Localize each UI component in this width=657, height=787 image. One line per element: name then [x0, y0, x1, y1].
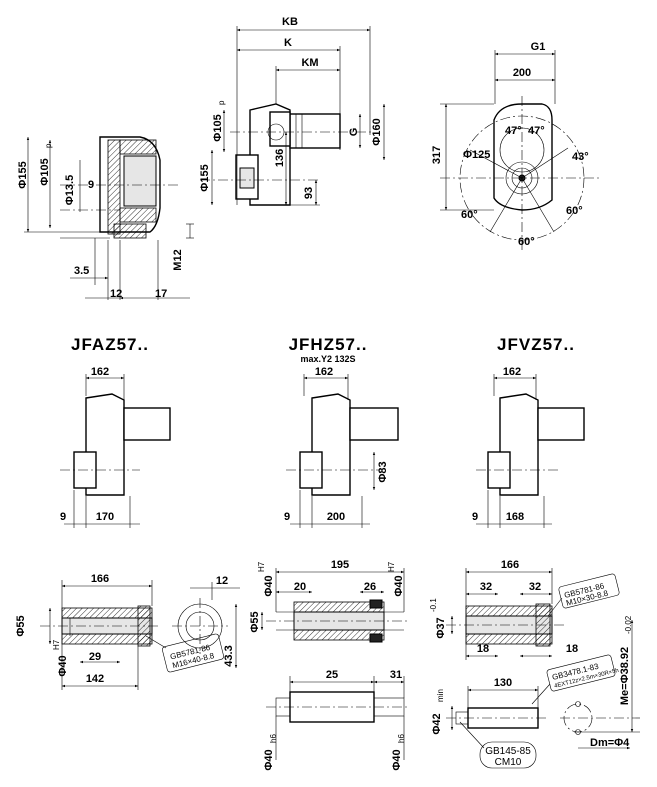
bl-d43-3: 43.3 [223, 645, 235, 666]
bm-d195: 195 [331, 559, 349, 571]
jfaz-9: 9 [60, 511, 66, 523]
tr-d200: 200 [513, 67, 531, 79]
tm-kb: KB [282, 16, 298, 28]
jfaz-view [60, 374, 171, 528]
tl-phi155: Φ155 [17, 161, 29, 188]
jfaz-b: 170 [96, 511, 114, 523]
jfvz-9: 9 [472, 511, 478, 523]
br-me-sub: -0.02 [624, 615, 633, 634]
tm-phi105-sub: p [217, 100, 226, 105]
tr-a43: 43° [572, 151, 589, 163]
bm-phi40bl: Φ40 [263, 749, 275, 770]
jfhz-b: 200 [327, 511, 345, 523]
jfhz-phi: Φ83 [377, 461, 389, 482]
br-phi37-sup: -0.1 [429, 598, 438, 612]
bl-phi55: Φ55 [15, 615, 27, 636]
bm-d20: 20 [294, 581, 306, 593]
tl-m12: M12 [172, 249, 184, 270]
bl-d166: 166 [91, 573, 109, 585]
title-jfhz-note: max.Y2 132S [300, 354, 355, 364]
title-jfhz: JFHZ57.. [289, 335, 368, 354]
tl-d17: 17 [155, 288, 167, 300]
tr-a47a: 47° [505, 125, 522, 137]
bm-sup-l: H7 [257, 561, 266, 572]
front-view [440, 50, 600, 250]
spline-shaft-bottom [446, 620, 640, 769]
tl-phi13-5: Φ13.5 [64, 175, 76, 205]
br-d130: 130 [494, 677, 512, 689]
tr-a60b: 60° [518, 236, 535, 248]
tl-d3-5: 3.5 [74, 265, 89, 277]
br-phi42-sub: min [436, 689, 445, 702]
bl-phi40-sup: H7 [52, 639, 61, 650]
tm-d136: 136 [274, 149, 286, 167]
hollow-shaft-section [40, 580, 240, 690]
title-jfaz: JFAZ57.. [71, 335, 149, 354]
br-dm: Dm=Φ4 [590, 737, 630, 749]
tr-d317: 317 [431, 146, 443, 164]
jfhz-9: 9 [284, 511, 290, 523]
tr-a60l: 60° [461, 209, 478, 221]
tm-phi160: Φ160 [371, 118, 383, 145]
br-d18b: 18 [566, 643, 578, 655]
jfaz-w: 162 [91, 366, 109, 378]
jfvz-view [476, 374, 585, 528]
bm-d31: 31 [390, 669, 402, 681]
jfhz-view [286, 374, 399, 528]
bl-phi40: Φ40 [57, 655, 69, 676]
tm-phi105: Φ105 [212, 114, 224, 141]
br-cm10: CM10 [495, 757, 522, 768]
tm-g: G [348, 128, 360, 137]
bm-phi40r: Φ40 [393, 575, 405, 596]
tl-phi105: Φ105 [39, 158, 51, 185]
tm-km: KM [301, 57, 318, 69]
spline-shaft-section [446, 568, 620, 705]
tr-a60r: 60° [566, 205, 583, 217]
bm-sub-r: h6 [397, 734, 406, 743]
br-d32a: 32 [480, 581, 492, 593]
tr-phi125: Φ125 [463, 149, 490, 161]
tm-k: K [284, 37, 292, 49]
tm-phi155: Φ155 [199, 164, 211, 191]
br-phi42: Φ42 [431, 713, 443, 734]
jfvz-b: 168 [506, 511, 524, 523]
br-d18a: 18 [477, 643, 489, 655]
jfhz-w: 162 [315, 366, 333, 378]
bm-phi40l: Φ40 [263, 575, 275, 596]
br-me: Me=Φ38.92 [619, 647, 631, 705]
br-gb: GB145-85 [485, 746, 531, 757]
bm-phi55: Φ55 [249, 611, 261, 632]
bl-d12: 12 [216, 575, 228, 587]
title-jfvz: JFVZ57.. [497, 335, 575, 354]
bm-d26: 26 [364, 581, 376, 593]
bl-d142: 142 [86, 673, 104, 685]
flange-section-view [24, 136, 194, 300]
solid-shaft-bottom [266, 676, 410, 760]
br-d166: 166 [501, 559, 519, 571]
jfvz-w: 162 [503, 366, 521, 378]
bm-sub-l: h6 [269, 734, 278, 743]
bl-d29: 29 [89, 651, 101, 663]
tl-d12: 12 [110, 288, 122, 300]
bm-d25: 25 [326, 669, 338, 681]
tl-nine: 9 [88, 179, 94, 191]
bm-sup-r: H7 [387, 561, 396, 572]
solid-shaft-top [260, 568, 410, 643]
tm-d93: 93 [303, 187, 315, 199]
bm-phi40br: Φ40 [391, 749, 403, 770]
side-view [200, 26, 386, 206]
tr-g1: G1 [531, 41, 546, 53]
br-phi37: Φ37 [435, 617, 447, 638]
tr-a47b: 47° [528, 125, 545, 137]
tl-phi105-sub: p [44, 143, 53, 148]
br-d32b: 32 [529, 581, 541, 593]
